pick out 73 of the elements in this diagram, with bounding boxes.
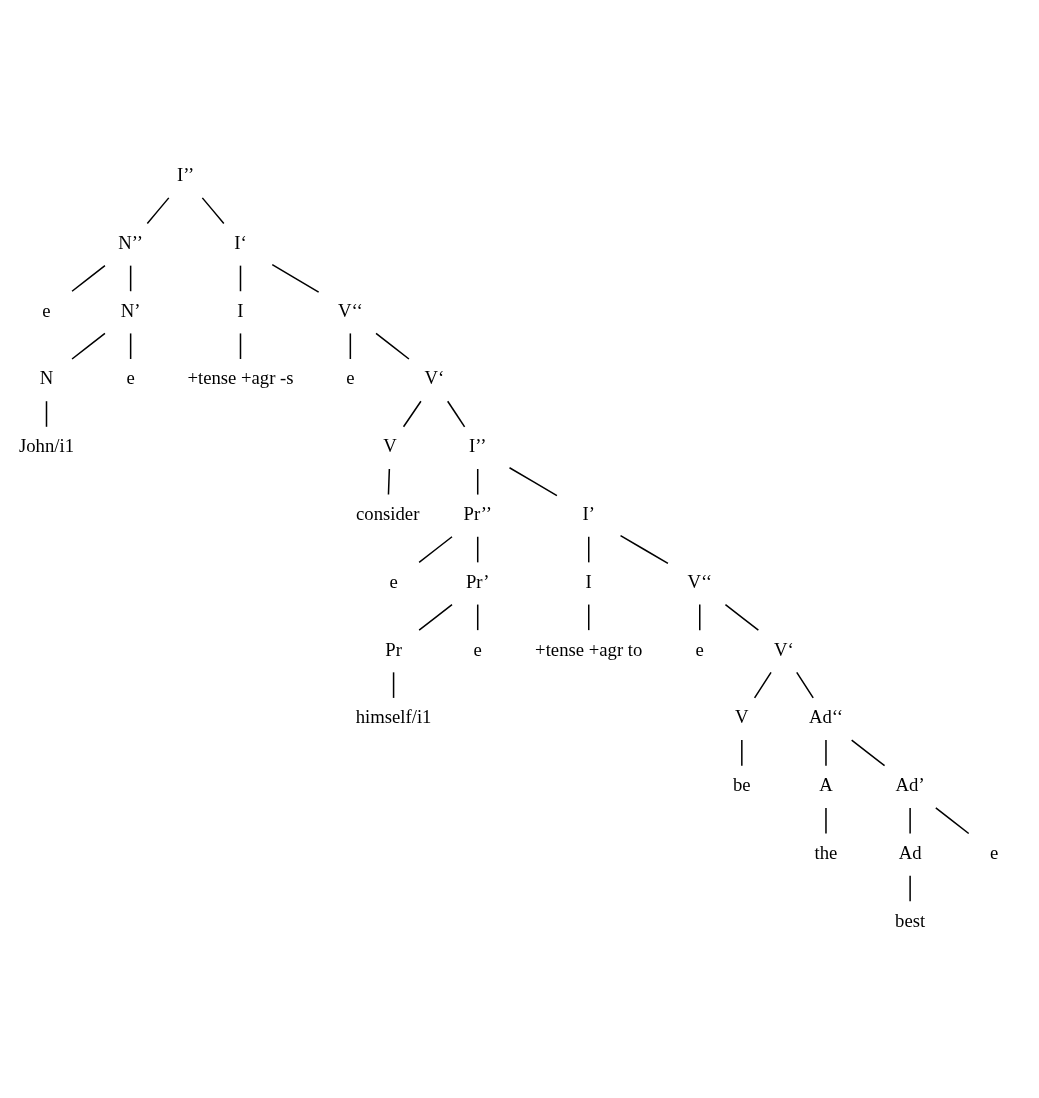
connector	[239, 264, 242, 292]
connector	[146, 196, 170, 224]
node-text: e	[346, 366, 355, 388]
connector	[850, 738, 886, 766]
node-text: be	[733, 773, 751, 795]
connector	[724, 603, 760, 631]
node-text: I’	[582, 502, 595, 524]
node-text: V‘‘	[338, 299, 363, 321]
connector	[935, 806, 970, 834]
node-text: Pr’’	[463, 502, 492, 524]
connector	[129, 264, 132, 292]
node-text: V	[383, 434, 397, 456]
node-text: I	[237, 299, 244, 321]
connector	[271, 263, 320, 293]
connector	[825, 806, 827, 834]
connector	[71, 332, 106, 360]
connector	[909, 874, 911, 902]
node-text: V‘	[774, 638, 794, 660]
node-text: Ad‘‘	[809, 705, 843, 727]
connector	[619, 534, 669, 564]
connector	[699, 603, 701, 631]
node-text: I’’	[176, 163, 195, 185]
connector	[476, 535, 479, 563]
connector	[476, 603, 479, 631]
node-text: e	[389, 570, 398, 592]
connector	[753, 671, 772, 699]
connector	[508, 466, 558, 496]
connector	[909, 806, 911, 834]
connector	[741, 738, 743, 766]
connector	[392, 671, 395, 699]
node-text: N’	[120, 299, 141, 321]
node-text: e	[42, 299, 51, 321]
connector	[446, 399, 466, 428]
node-text: A	[819, 773, 833, 795]
node-text: the	[814, 841, 838, 863]
connector	[349, 332, 352, 360]
node-text: +tense +agr -s	[187, 366, 294, 388]
node-text: Pr	[385, 638, 402, 660]
connector	[418, 603, 453, 631]
node-text: Pr’	[465, 570, 490, 592]
node-text: e	[695, 638, 704, 660]
connector	[387, 467, 391, 495]
node-text: N	[39, 366, 54, 388]
connector	[796, 671, 814, 699]
connector	[418, 535, 453, 563]
node-text: I‘	[234, 231, 247, 253]
node-text: consider	[356, 502, 420, 524]
node-text: +tense +agr to	[535, 638, 643, 660]
node-text: e	[473, 638, 482, 660]
node-text: I’’	[469, 434, 487, 456]
connector	[402, 399, 422, 428]
node-text: V‘‘	[687, 570, 713, 592]
connector	[588, 603, 590, 631]
node-text: Ad	[898, 841, 922, 863]
node-text: himself/i1	[355, 705, 432, 727]
connector	[201, 196, 225, 224]
connector	[71, 264, 106, 292]
connector	[239, 332, 242, 360]
connector	[129, 332, 132, 360]
node-text: I	[585, 570, 592, 592]
node-text: V	[735, 705, 749, 727]
node-text: N’’	[118, 231, 143, 253]
connector	[825, 738, 827, 766]
node-text: Ad’	[895, 773, 925, 795]
node-text: V‘	[424, 366, 445, 388]
connector	[45, 399, 48, 428]
connector	[375, 332, 410, 360]
connector	[588, 535, 590, 563]
connector	[476, 467, 479, 495]
node-text: e	[126, 366, 135, 388]
node-text: e	[990, 841, 999, 863]
node-text: John/i1	[18, 434, 75, 456]
node-text: best	[895, 909, 926, 931]
